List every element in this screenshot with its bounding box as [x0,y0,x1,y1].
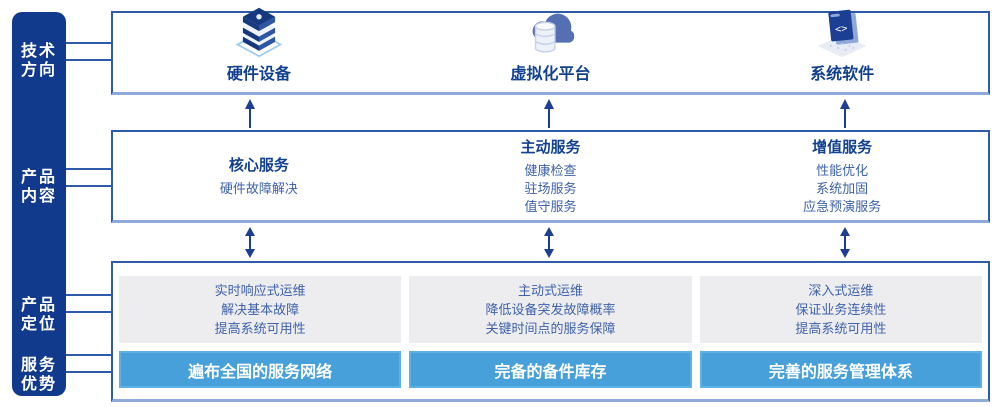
tech-item-system-software: <> 系统软件 [696,9,988,92]
sidebar-label-line: 定位 [20,316,57,333]
positioning-point: 深入式运维 [808,283,874,298]
connector-line [66,185,111,187]
connector-line [66,354,111,356]
positioning-column-proactive: 主动式运维 降低设备突发故障概率 关键时间点的服务保障 完备的备件库存 [409,276,692,388]
positioning-column-realtime: 实时响应式运维 解决基本故障 提高系统可用性 遍布全国的服务网络 [119,276,402,388]
service-item: 应急预演服务 [803,199,882,214]
tech-item-hardware: 硬件设备 [113,7,405,92]
positioning-point: 解决基本故障 [221,302,300,317]
sidebar-label-service-advantage: 服务 优势 [12,356,66,394]
connector-line [66,294,111,296]
advantage-bar: 完备的备件库存 [409,351,692,388]
service-column-core: 核心服务 硬件故障解决 [113,132,405,220]
double-arrow-icon [245,227,255,258]
sidebar-label-line: 内容 [20,188,57,205]
sidebar-label-line: 方向 [20,62,57,79]
tech-item-label: 虚拟化平台 [510,66,591,83]
positioning-points: 深入式运维 保证业务连续性 提高系统可用性 [699,276,982,343]
advantage-bar: 遍布全国的服务网络 [119,351,402,388]
double-arrow-icon [544,227,554,258]
connector-line [66,42,111,44]
service-column-proactive: 主动服务 健康检查 驻场服务 值守服务 [405,132,697,220]
connector-line [66,311,111,313]
sidebar-label-line: 产品 [20,169,57,186]
sidebar-label-line: 服务 [20,357,57,374]
service-column-title: 核心服务 [228,157,289,174]
sidebar-label-product-content: 产品 内容 [12,168,66,206]
product-content-panel: 核心服务 硬件故障解决 主动服务 健康检查 驻场服务 值守服务 增值服务 性能优… [111,130,990,223]
service-column-value-added: 增值服务 性能优化 系统加固 应急预演服务 [696,132,988,220]
up-arrow-icon [245,99,255,128]
connector-line [66,168,111,170]
positioning-point: 提高系统可用性 [214,321,306,336]
double-arrow-icon [840,227,850,258]
service-item: 性能优化 [816,163,869,178]
positioning-point: 提高系统可用性 [795,321,887,336]
cloud-database-icon [522,8,580,58]
tech-item-label: 系统软件 [810,66,875,83]
service-item: 驻场服务 [524,181,577,196]
tech-direction-panel: 硬件设备 虚拟化平台 [111,7,990,95]
code-screen-icon: <> [814,6,870,58]
connector-line [66,371,111,373]
up-arrow-icon [840,99,850,128]
positioning-point: 保证业务连续性 [795,302,887,317]
up-arrow-icon [544,99,554,128]
sidebar-label-tech-direction: 技术 方向 [12,42,66,80]
svg-text:<>: <> [835,22,849,35]
server-stack-icon [231,6,287,58]
positioning-point: 主动式运维 [517,283,583,298]
service-item: 系统加固 [816,181,869,196]
sidebar-label-line: 产品 [20,297,57,314]
positioning-point: 降低设备突发故障概率 [485,302,616,317]
sidebar-label-line: 技术 [20,43,57,60]
positioning-column-deep: 深入式运维 保证业务连续性 提高系统可用性 完善的服务管理体系 [699,276,982,388]
connector-line [66,59,111,61]
positioning-point: 实时响应式运维 [214,283,306,298]
service-item: 健康检查 [524,163,577,178]
service-item: 值守服务 [524,199,577,214]
category-sidebar: 技术 方向 产品 内容 产品 定位 服务 优势 [12,12,66,396]
product-positioning-panel: 实时响应式运维 解决基本故障 提高系统可用性 遍布全国的服务网络 主动式运维 降… [111,261,990,402]
service-column-title: 主动服务 [520,139,581,156]
tech-item-label: 硬件设备 [226,66,291,83]
sidebar-label-product-positioning: 产品 定位 [12,296,66,334]
service-item: 硬件故障解决 [219,181,298,196]
advantage-bar: 完善的服务管理体系 [699,351,982,388]
sidebar-label-line: 优势 [20,376,57,393]
service-column-title: 增值服务 [812,139,873,156]
positioning-points: 主动式运维 降低设备突发故障概率 关键时间点的服务保障 [409,276,692,343]
tech-item-virtualization: 虚拟化平台 [405,13,697,92]
positioning-points: 实时响应式运维 解决基本故障 提高系统可用性 [119,276,402,343]
positioning-point: 关键时间点的服务保障 [485,321,616,336]
